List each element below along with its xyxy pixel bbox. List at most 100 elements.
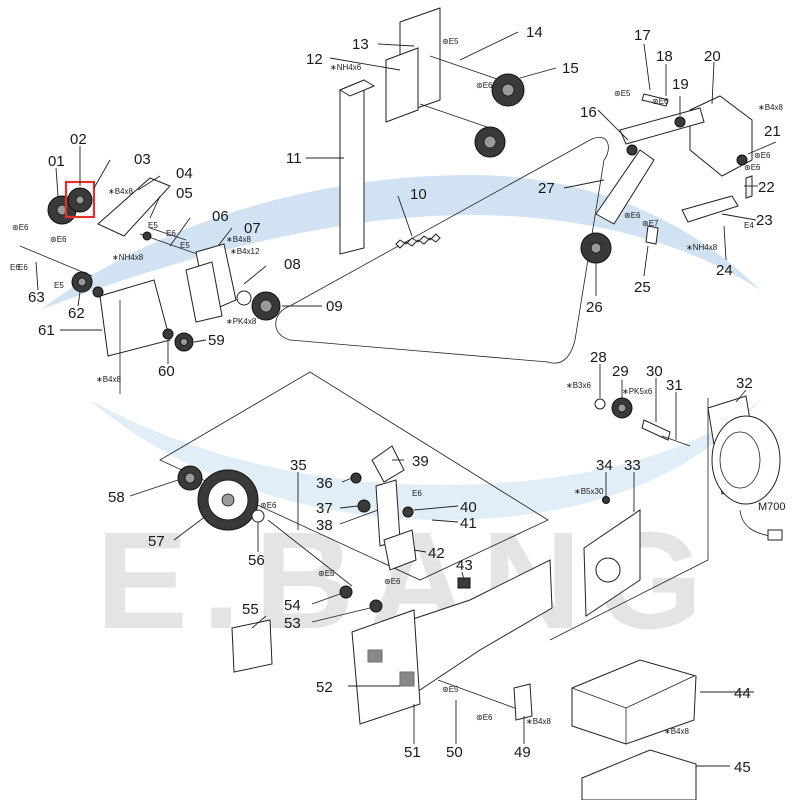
- callout-32: 32: [736, 375, 753, 392]
- callout-42: 42: [428, 545, 445, 562]
- callout-20: 20: [704, 48, 721, 65]
- screw-label: ∗B4x12: [230, 247, 260, 256]
- sprocket-58: [177, 465, 203, 491]
- screw-label: ∗B3x6: [566, 381, 591, 390]
- bushing-21: [736, 154, 748, 166]
- gear-59: [174, 332, 194, 352]
- leader-lines: [35, 31, 777, 767]
- cover-44: [571, 659, 697, 745]
- callout-43: 43: [456, 557, 473, 574]
- shaft-14-lower: [419, 103, 491, 129]
- callout-27: 27: [538, 180, 555, 197]
- wheel-57: [197, 469, 259, 531]
- bushing-60: [162, 328, 174, 340]
- clip-label: ⊛E6: [12, 223, 29, 232]
- screw-34: [602, 496, 610, 504]
- clip-label: ⊛E6: [476, 81, 493, 90]
- clip-label: ⊛E5: [318, 569, 335, 578]
- bushing-05: [142, 231, 152, 241]
- callout-29: 29: [612, 363, 629, 380]
- clip-label: E5: [148, 221, 158, 230]
- callout-14: 14: [526, 24, 543, 41]
- chain-10: [395, 233, 441, 249]
- bracket-11: [338, 79, 376, 255]
- clip-label: E5: [54, 281, 64, 290]
- gear-62: [71, 271, 93, 293]
- label-55: [231, 619, 273, 673]
- plate-33: [583, 509, 641, 617]
- callout-31: 31: [666, 377, 683, 394]
- clip-label: ⊛E6: [624, 211, 641, 220]
- plate-61: [99, 279, 171, 357]
- clip-label: ⊛E6: [260, 501, 277, 510]
- motor-cable: [739, 509, 771, 537]
- callout-63: 63: [28, 289, 45, 306]
- callout-10: 10: [410, 186, 427, 203]
- callout-44: 44: [734, 685, 751, 702]
- background-swoosh: [40, 175, 760, 310]
- clip-labels: ⊛E5 ⊛E6 ⊛E6 ⊛E6 E6 E5 E6 E5 E6 E5 ⊛E5 ⊛E…: [10, 37, 771, 722]
- callout-13: 13: [352, 36, 369, 53]
- callout-36: 36: [316, 475, 333, 492]
- frame-51: [351, 559, 553, 725]
- callout-52: 52: [316, 679, 333, 696]
- callout-55: 55: [242, 601, 259, 618]
- callout-15: 15: [562, 60, 579, 77]
- callout-30: 30: [646, 363, 663, 380]
- lever-27: [595, 107, 705, 225]
- callout-60: 60: [158, 363, 175, 380]
- pin-25: [645, 225, 659, 245]
- screw-label: ∗NH4x6: [330, 63, 362, 72]
- clip-label: E5: [180, 241, 190, 250]
- screw-label: ∗B4x8: [526, 717, 551, 726]
- callout-51: 51: [404, 744, 421, 761]
- gear-39: [371, 445, 405, 483]
- clip-label: ⊛E6: [652, 97, 669, 106]
- clip-label: ⊛E6: [754, 151, 771, 160]
- screw-label: ∗PK5x6: [622, 387, 653, 396]
- callout-39: 39: [412, 453, 429, 470]
- screw-label: ∗B4x8: [96, 375, 121, 384]
- bracket-04: [97, 177, 171, 237]
- callout-59: 59: [208, 332, 225, 349]
- guide-line-motor: [549, 398, 709, 641]
- callout-35: 35: [290, 457, 307, 474]
- callout-06: 06: [212, 208, 229, 225]
- callout-03: 03: [134, 151, 151, 168]
- callout-53: 53: [284, 615, 301, 632]
- clip-label: ⊛E7: [642, 219, 659, 228]
- background-swoosh-lower: [90, 400, 760, 520]
- callout-07: 07: [244, 220, 261, 237]
- callout-58: 58: [108, 489, 125, 506]
- screw-label: ∗B4x8: [108, 187, 133, 196]
- callout-45: 45: [734, 759, 751, 776]
- callout-28: 28: [590, 349, 607, 366]
- screw-label: ∗NH4x8: [112, 253, 144, 262]
- callout-57: 57: [148, 533, 165, 550]
- shaft-50: [437, 679, 521, 711]
- motor-label: M700: [758, 501, 786, 513]
- callout-22: 22: [758, 179, 775, 196]
- clip-label: ⊛E6: [476, 713, 493, 722]
- callout-05: 05: [176, 185, 193, 202]
- callout-11: 11: [286, 150, 302, 167]
- screw-label: ∗PK4x8: [226, 317, 257, 326]
- bracket-07: [185, 243, 237, 323]
- callout-40: 40: [460, 499, 477, 516]
- sprocket-09: [251, 291, 281, 321]
- gear-02: [67, 187, 93, 213]
- callout-25: 25: [634, 279, 651, 296]
- gear-29: [611, 397, 633, 419]
- callout-34: 34: [596, 457, 613, 474]
- pin-17: [641, 93, 669, 107]
- callout-26: 26: [586, 299, 603, 316]
- gear-54: [339, 585, 353, 599]
- callout-09: 09: [326, 298, 343, 315]
- callout-41: 41: [460, 515, 477, 532]
- coupling-30: [641, 419, 671, 441]
- chain-path: [275, 137, 609, 364]
- clip-label: ⊛E5: [614, 89, 631, 98]
- bracket-20: [689, 95, 753, 177]
- plate-13: [385, 7, 441, 123]
- bushing-62b: [92, 286, 104, 298]
